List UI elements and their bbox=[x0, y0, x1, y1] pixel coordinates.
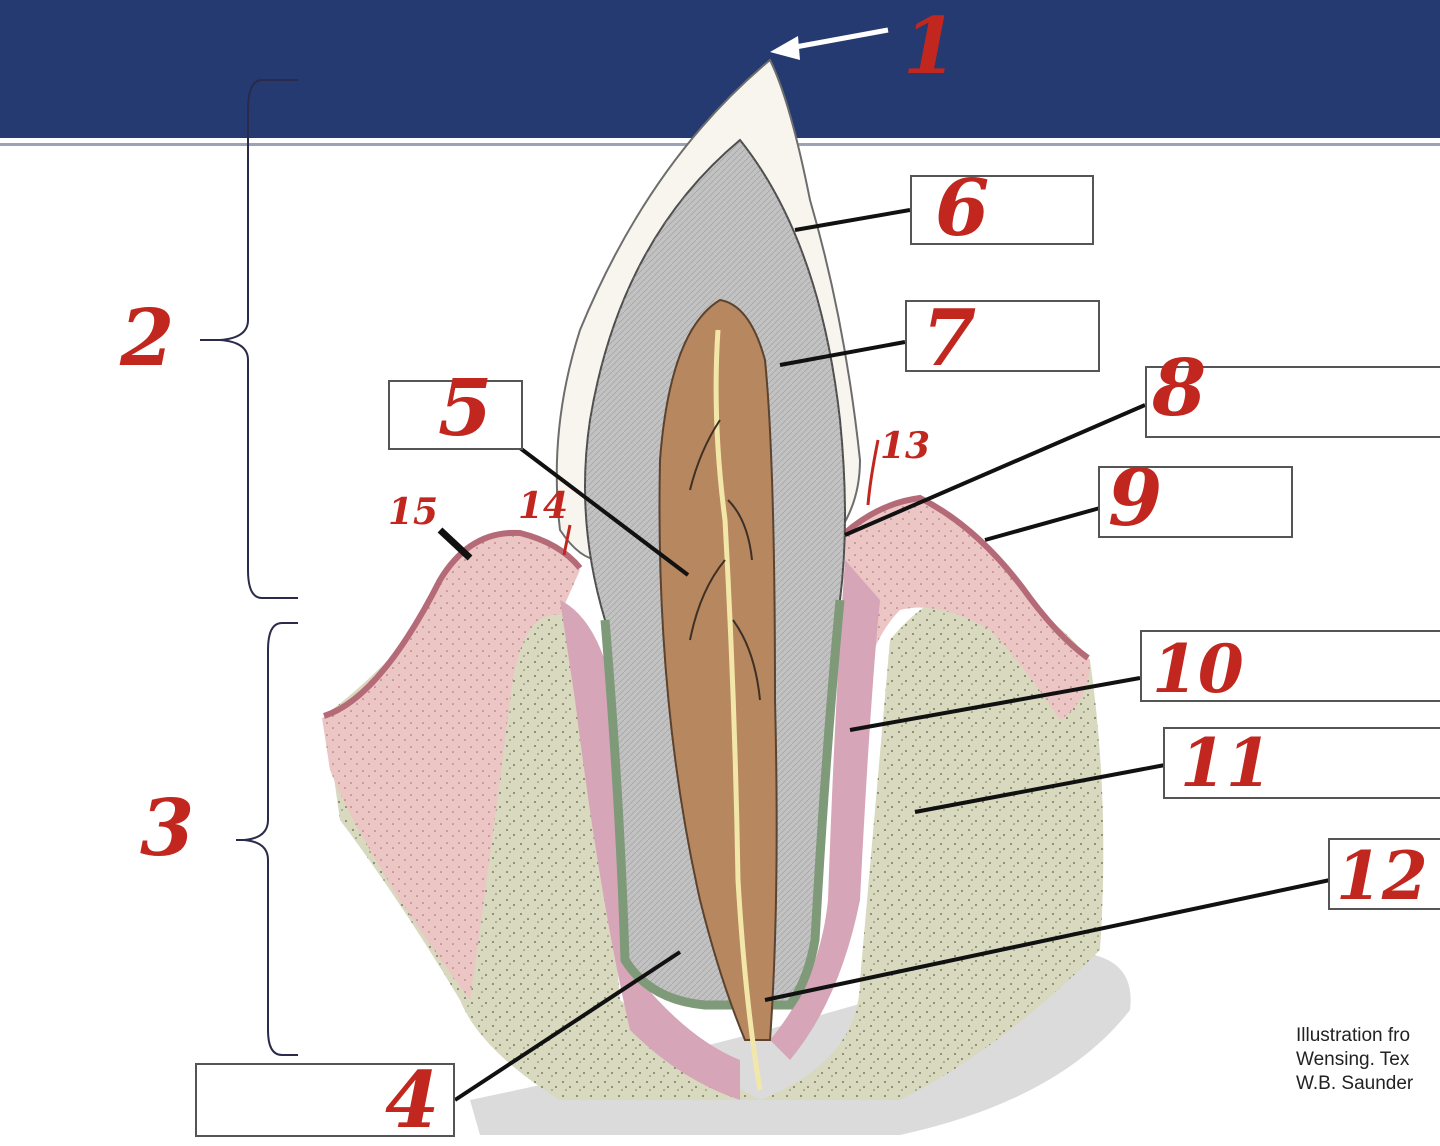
leader-line-12 bbox=[764, 878, 1331, 1002]
label-box-7[interactable] bbox=[905, 300, 1100, 372]
handwritten-label-14: 14 bbox=[518, 485, 569, 527]
credit-line-2: Wensing. Tex bbox=[1296, 1049, 1410, 1070]
handwritten-label-9: 9 bbox=[1108, 453, 1163, 544]
leader-line-6 bbox=[794, 208, 911, 232]
credit-line-3: W.B. Saunder bbox=[1296, 1073, 1414, 1094]
handwritten-label-3: 3 bbox=[140, 783, 195, 874]
leader-line-9 bbox=[984, 506, 1101, 542]
bracket-crown bbox=[219, 79, 298, 599]
handwritten-label-8: 8 bbox=[1152, 343, 1207, 434]
handwritten-label-12: 12 bbox=[1336, 837, 1428, 915]
leader-line-11 bbox=[914, 763, 1166, 814]
leader-line-5 bbox=[518, 446, 690, 577]
handwritten-label-4: 4 bbox=[385, 1055, 440, 1146]
handwritten-label-13: 13 bbox=[880, 425, 931, 467]
handwritten-label-15: 15 bbox=[388, 491, 439, 533]
handwritten-label-5: 5 bbox=[438, 363, 493, 454]
pulp bbox=[658, 298, 778, 1041]
credit-line-1: Illustration fro bbox=[1296, 1025, 1411, 1046]
periodontal-ligament bbox=[560, 600, 740, 1100]
leader-line-15 bbox=[437, 527, 473, 561]
handwritten-label-1: 1 bbox=[903, 1, 958, 92]
leader-line-10 bbox=[849, 676, 1141, 732]
handwritten-label-6: 6 bbox=[935, 163, 990, 254]
nerve-canal bbox=[713, 329, 763, 1091]
label-box-5[interactable] bbox=[388, 380, 523, 450]
label-box-9[interactable] bbox=[1098, 466, 1293, 538]
label-box-6[interactable] bbox=[910, 175, 1094, 245]
leader-line-8 bbox=[844, 403, 1146, 537]
bracket-root bbox=[243, 622, 298, 1056]
illustration-credit: Illustration fro Wensing. Tex W.B. Saund… bbox=[1296, 1024, 1440, 1096]
handwritten-label-11: 11 bbox=[1180, 724, 1272, 802]
handwritten-label-2: 2 bbox=[120, 293, 175, 384]
handwritten-label-10: 10 bbox=[1152, 630, 1244, 708]
leader-line-7 bbox=[779, 340, 906, 367]
cementum bbox=[600, 599, 845, 1010]
label-box-8[interactable] bbox=[1145, 366, 1440, 438]
label-box-4[interactable] bbox=[195, 1063, 455, 1137]
pointer-arrow-1 bbox=[789, 27, 889, 51]
leader-line-4 bbox=[453, 950, 682, 1102]
handwritten-label-7: 7 bbox=[922, 293, 977, 384]
label-box-10[interactable] bbox=[1140, 630, 1440, 702]
label-box-12[interactable] bbox=[1328, 838, 1440, 910]
label-box-11[interactable] bbox=[1163, 727, 1440, 799]
